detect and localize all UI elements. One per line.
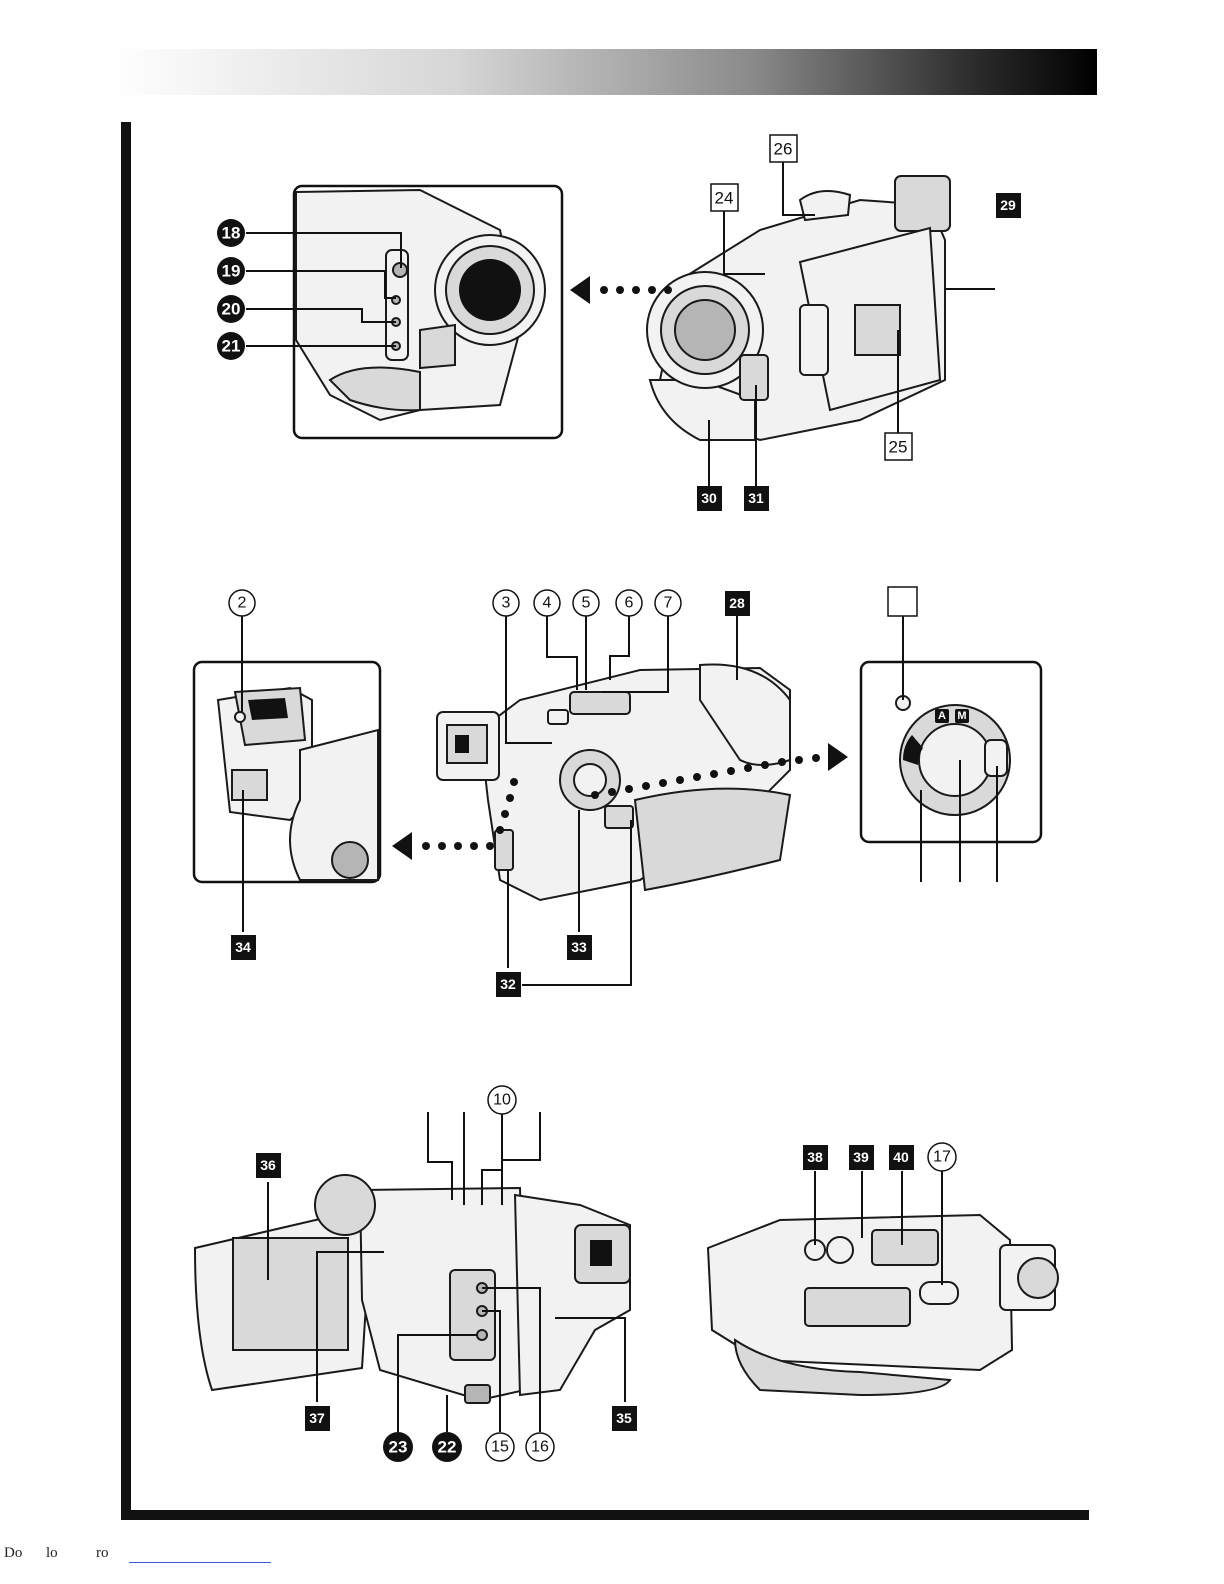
dial-m-label: M xyxy=(957,710,966,722)
label-10: 10 xyxy=(488,1086,516,1114)
camcorder-bottom-view xyxy=(708,1215,1058,1395)
label-34: 34 xyxy=(231,935,256,960)
svg-text:20: 20 xyxy=(222,300,241,319)
footer-text-1: Do xyxy=(4,1545,22,1562)
label-32: 32 xyxy=(496,972,521,997)
svg-text:5: 5 xyxy=(582,595,591,612)
label-31: 31 xyxy=(744,486,769,511)
label-39: 39 xyxy=(849,1145,874,1170)
svg-text:22: 22 xyxy=(438,1438,457,1457)
svg-text:4: 4 xyxy=(543,595,552,612)
label-36: 36 xyxy=(256,1153,281,1178)
label-29: 29 xyxy=(996,193,1021,218)
label-24: 24 xyxy=(711,184,738,211)
svg-text:7: 7 xyxy=(664,595,673,612)
label-5: 5 xyxy=(573,590,599,616)
svg-text:25: 25 xyxy=(889,438,908,457)
badge-20: 20 xyxy=(217,295,245,323)
svg-text:3: 3 xyxy=(502,595,511,612)
viewfinder-inset xyxy=(194,662,380,882)
label-empty-square xyxy=(888,587,917,616)
label-35: 35 xyxy=(612,1406,637,1431)
svg-text:30: 30 xyxy=(701,490,717,506)
svg-text:26: 26 xyxy=(774,140,793,159)
label-40: 40 xyxy=(889,1145,914,1170)
svg-text:38: 38 xyxy=(807,1149,823,1165)
label-4: 4 xyxy=(534,590,560,616)
svg-text:6: 6 xyxy=(625,595,634,612)
svg-text:34: 34 xyxy=(235,939,251,955)
mode-dial-inset xyxy=(861,662,1041,842)
camcorder-lcd-view xyxy=(195,1175,630,1403)
badge-21: 21 xyxy=(217,332,245,360)
label-15: 15 xyxy=(486,1433,514,1461)
label-16: 16 xyxy=(526,1433,554,1461)
label-7: 7 xyxy=(655,590,681,616)
svg-text:18: 18 xyxy=(222,224,241,243)
svg-text:23: 23 xyxy=(389,1438,408,1457)
svg-text:31: 31 xyxy=(748,490,764,506)
svg-text:19: 19 xyxy=(222,262,241,281)
svg-text:28: 28 xyxy=(729,595,745,611)
svg-text:39: 39 xyxy=(853,1149,869,1165)
dial-a-label: A xyxy=(938,710,946,722)
label-28: 28 xyxy=(725,591,750,616)
svg-text:29: 29 xyxy=(1000,197,1016,213)
svg-text:10: 10 xyxy=(493,1092,511,1109)
svg-text:17: 17 xyxy=(933,1149,951,1166)
svg-text:24: 24 xyxy=(715,189,734,208)
label-26: 26 xyxy=(770,135,797,162)
svg-text:37: 37 xyxy=(309,1410,325,1426)
badge-22: 22 xyxy=(432,1432,462,1462)
svg-text:33: 33 xyxy=(571,939,587,955)
svg-text:15: 15 xyxy=(491,1439,509,1456)
badge-18: 18 xyxy=(217,219,245,247)
svg-text:40: 40 xyxy=(893,1149,909,1165)
label-30: 30 xyxy=(697,486,722,511)
label-3: 3 xyxy=(493,590,519,616)
footer-text-2: lo xyxy=(46,1545,58,1562)
footer-link-underline[interactable] xyxy=(129,1562,271,1563)
jack-panel-inset xyxy=(294,186,562,438)
svg-text:35: 35 xyxy=(616,1410,632,1426)
svg-text:36: 36 xyxy=(260,1157,276,1173)
svg-text:21: 21 xyxy=(222,337,241,356)
label-33: 33 xyxy=(567,935,592,960)
label-6: 6 xyxy=(616,590,642,616)
label-2: 2 xyxy=(229,590,255,616)
badge-19: 19 xyxy=(217,257,245,285)
label-38: 38 xyxy=(803,1145,828,1170)
label-17: 17 xyxy=(928,1143,956,1171)
badge-23: 23 xyxy=(383,1432,413,1462)
svg-text:32: 32 xyxy=(500,976,516,992)
footer-text-3: ro xyxy=(96,1545,109,1562)
camcorder-rear-view xyxy=(437,664,790,900)
svg-text:2: 2 xyxy=(238,595,247,612)
svg-text:16: 16 xyxy=(531,1439,549,1456)
label-37: 37 xyxy=(305,1406,330,1431)
label-25: 25 xyxy=(885,433,912,460)
